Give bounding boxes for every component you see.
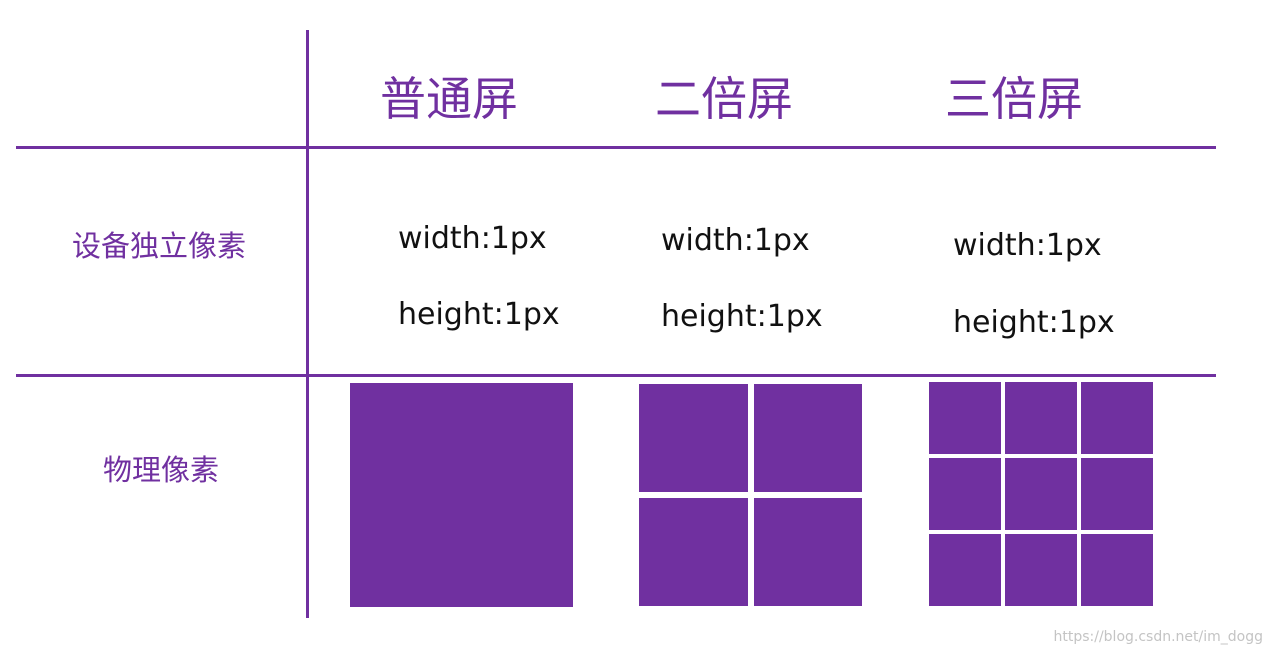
physical-pixel-cell	[929, 534, 1001, 606]
physical-pixel-cell	[753, 498, 862, 606]
physical-pixel-cell	[1005, 382, 1077, 454]
physical-pixel-grid-2x	[639, 384, 862, 606]
row-label-device-independent-pixels: 设备独立像素	[72, 229, 247, 263]
2x-width-text: width:1px	[661, 223, 810, 258]
physical-pixel-cell	[350, 383, 573, 607]
2x-height-text: height:1px	[661, 299, 823, 334]
physical-pixel-cell	[1005, 458, 1077, 530]
watermark-text: https://blog.csdn.net/im_dogg	[1053, 629, 1263, 645]
3x-width-text: width:1px	[953, 228, 1102, 263]
physical-pixel-cell	[929, 382, 1001, 454]
physical-pixel-cell	[929, 458, 1001, 530]
row-divider	[16, 374, 1216, 377]
table-vertical-divider	[306, 30, 309, 618]
physical-pixel-grid-normal	[350, 383, 573, 607]
3x-height-text: height:1px	[953, 305, 1115, 340]
physical-pixel-cell	[639, 384, 748, 492]
header-divider	[16, 146, 1216, 149]
physical-pixel-cell	[1005, 534, 1077, 606]
physical-pixel-cell	[1081, 458, 1153, 530]
row-label-physical-pixels: 物理像素	[103, 453, 220, 487]
physical-pixel-cell	[1081, 534, 1153, 606]
physical-pixel-cell	[1081, 382, 1153, 454]
column-header-3x: 三倍屏	[945, 72, 1083, 126]
column-header-normal: 普通屏	[380, 72, 518, 126]
physical-pixel-grid-3x	[929, 382, 1153, 606]
normal-height-text: height:1px	[398, 297, 560, 332]
column-header-2x: 二倍屏	[655, 72, 793, 126]
normal-width-text: width:1px	[398, 221, 547, 256]
physical-pixel-cell	[639, 498, 748, 606]
physical-pixel-cell	[753, 384, 862, 492]
